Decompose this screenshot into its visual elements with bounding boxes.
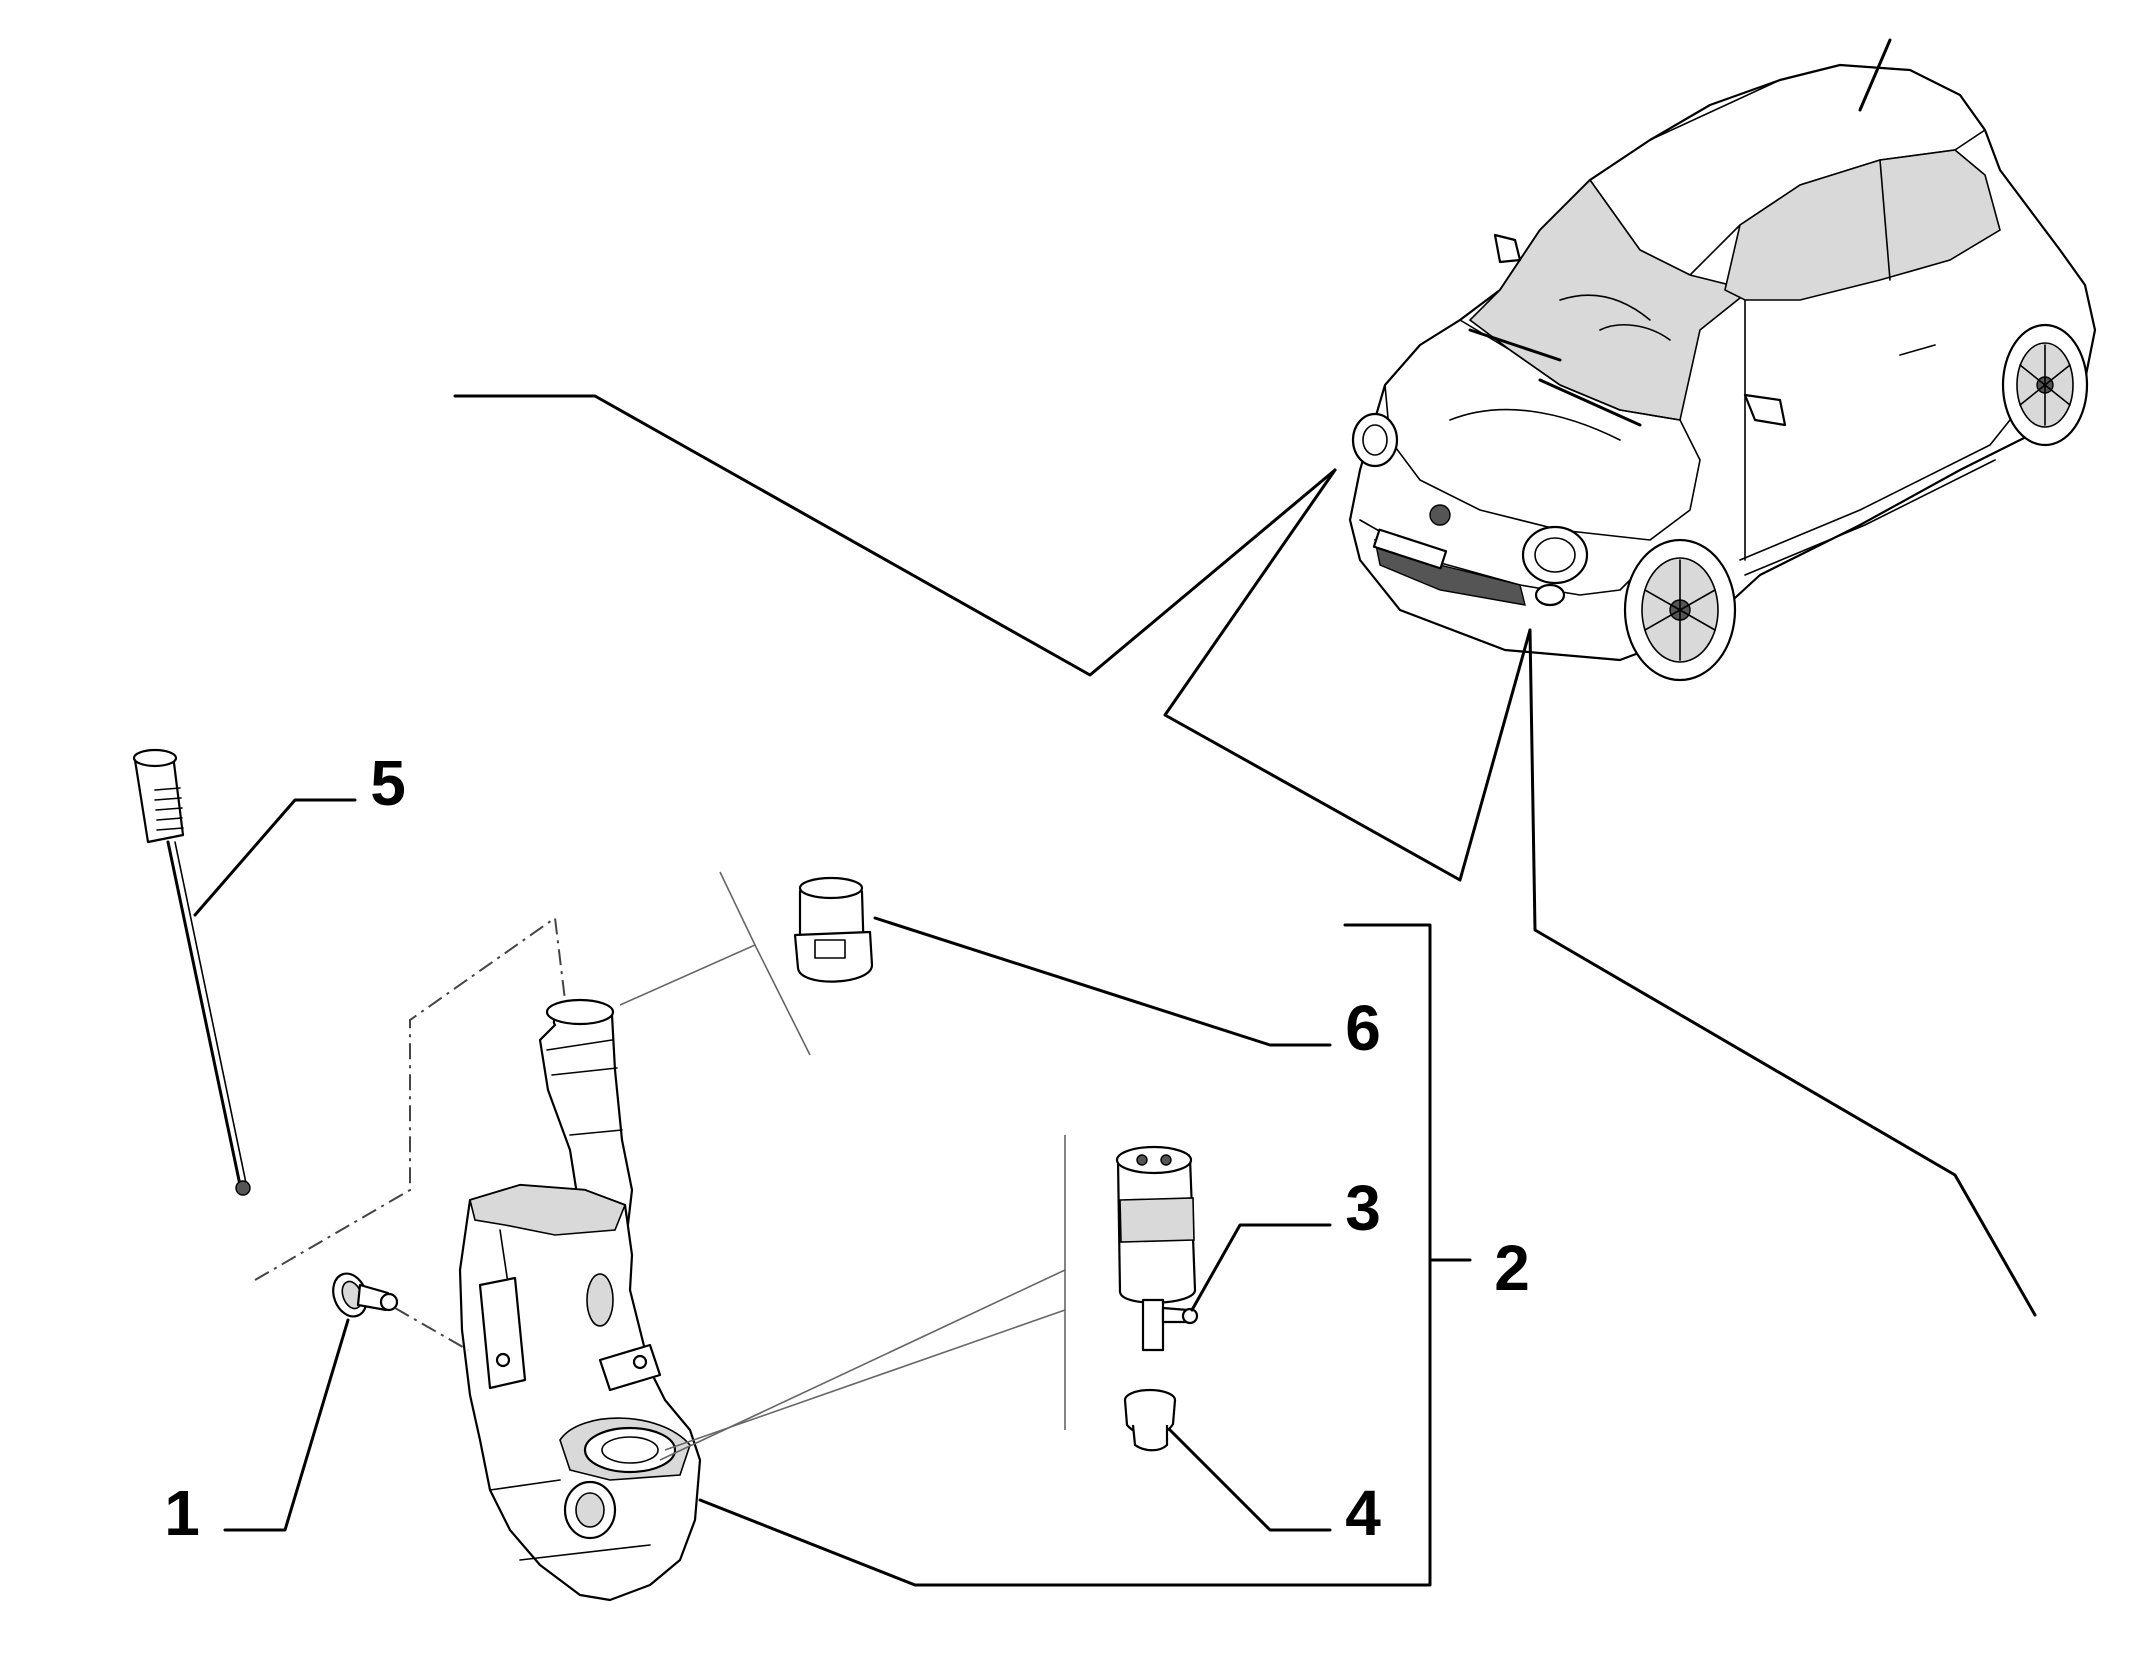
level-dipstick bbox=[132, 748, 251, 1196]
pump-grommet bbox=[1123, 1388, 1177, 1452]
callout-4: 4 bbox=[1345, 1477, 1381, 1549]
filler-cap bbox=[793, 876, 874, 983]
plug bbox=[332, 1272, 399, 1318]
car-illustration bbox=[1348, 38, 2097, 682]
callout-2: 2 bbox=[1494, 1232, 1530, 1304]
callout-1: 1 bbox=[164, 1477, 200, 1549]
callout-6: 6 bbox=[1345, 992, 1381, 1064]
car-leader-lines bbox=[453, 394, 2037, 1317]
callout-5: 5 bbox=[370, 747, 406, 819]
callout-leaders bbox=[193, 798, 1472, 1587]
callout-3: 3 bbox=[1345, 1172, 1381, 1244]
callout-labels: 1 2 3 4 5 6 bbox=[164, 747, 1530, 1549]
assembly-guide-lines bbox=[254, 871, 1066, 1461]
washer-pump bbox=[1115, 1145, 1199, 1352]
washer-reservoir bbox=[458, 998, 702, 1602]
